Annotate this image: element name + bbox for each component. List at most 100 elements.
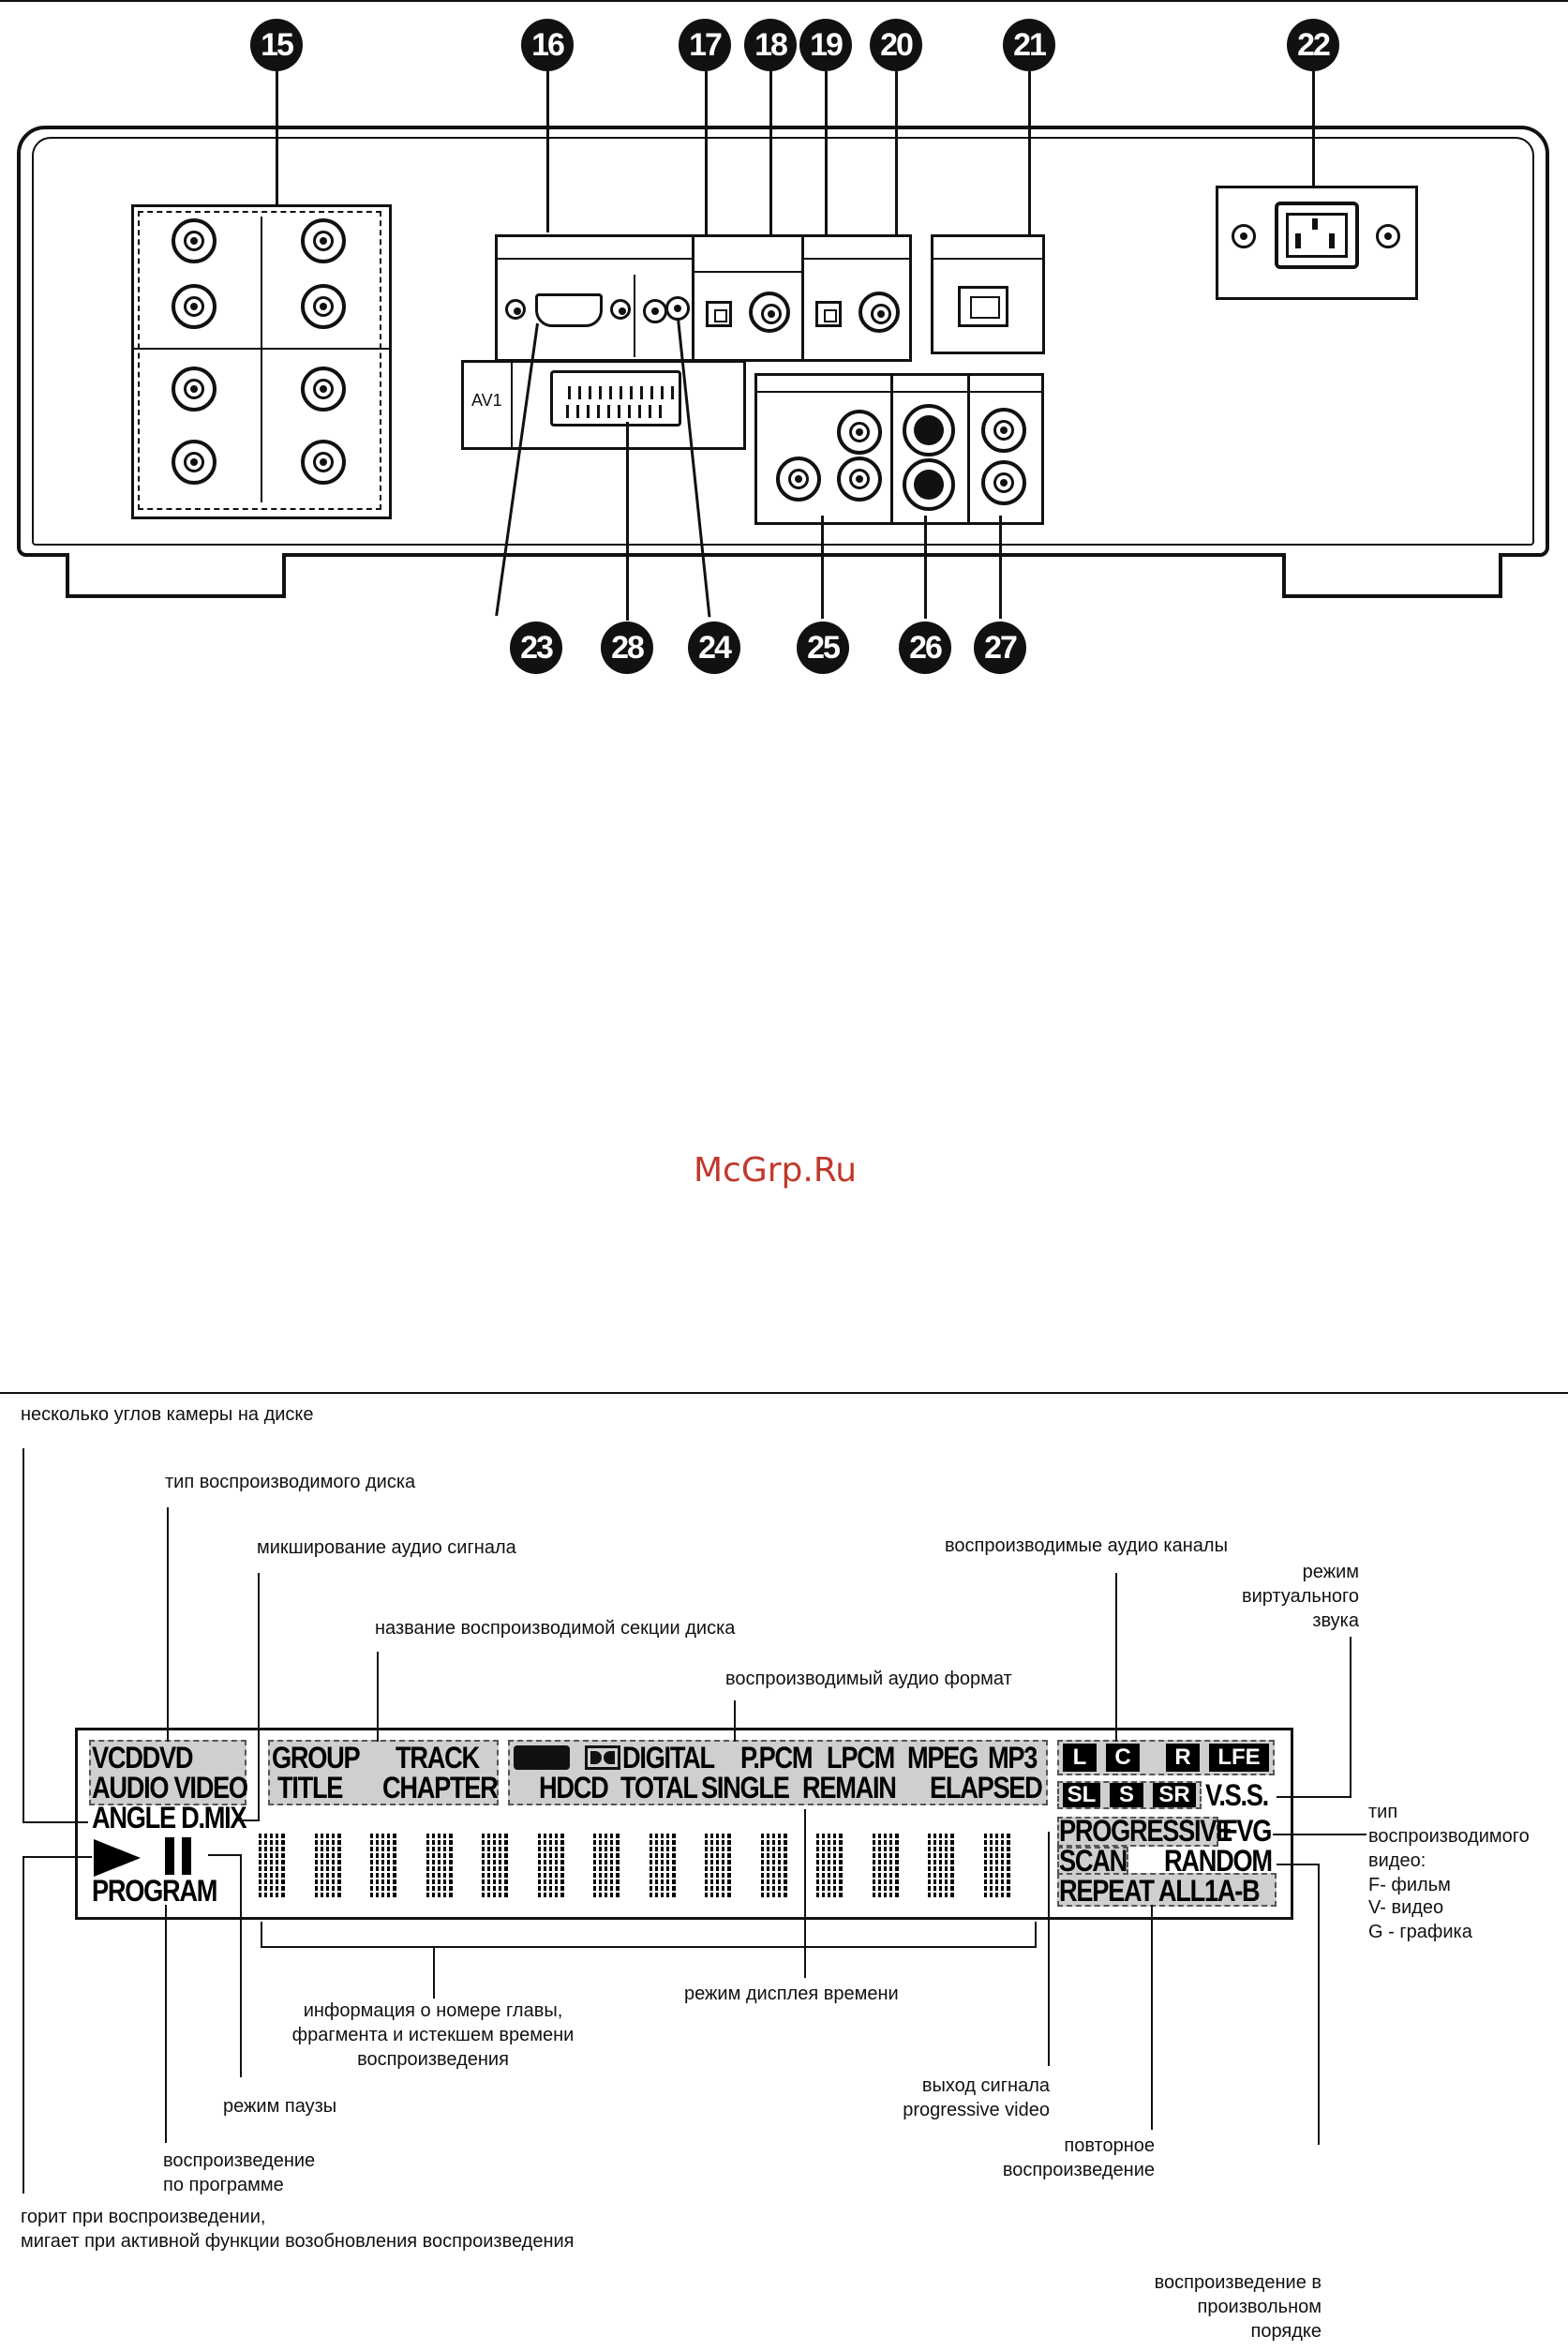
lcd-display — [75, 1728, 1293, 1920]
audio-jack-fr2[interactable] — [172, 284, 217, 329]
callout-20: 20 — [870, 19, 922, 71]
leader-info-bracket — [261, 1946, 1037, 1948]
leader-random-v — [1318, 1864, 1320, 2145]
lcd-ch-c: C — [1106, 1744, 1140, 1772]
component-y-jack[interactable] — [776, 457, 821, 502]
callout-16: 16 — [521, 19, 574, 71]
room-to-room-in-jack[interactable] — [643, 299, 667, 323]
lcd-chapter: CHAPTER — [382, 1771, 499, 1804]
lcd-hdcd: HDCD — [539, 1771, 609, 1804]
scart-connector[interactable] — [550, 370, 681, 427]
leader-play-v — [22, 1856, 24, 2194]
leader-program — [165, 1905, 167, 2143]
rs232-screw-left — [505, 299, 526, 320]
leader-17 — [705, 71, 708, 296]
foot-right — [1282, 553, 1502, 598]
lcd-title: TITLE — [277, 1771, 343, 1804]
label-audio-channels: воспроизводимые аудио каналы — [945, 1535, 1228, 1556]
progressive-group — [1057, 1817, 1218, 1847]
lcd-ppcm: P.PCM — [740, 1741, 814, 1774]
segment-digit — [426, 1834, 453, 1899]
lcd-elapsed: ELAPSED — [930, 1771, 1043, 1804]
digital-out-coaxial[interactable] — [749, 292, 790, 333]
ac-socket[interactable] — [1275, 202, 1359, 269]
label-random-2: произвольном — [1197, 2297, 1322, 2317]
callout-25: 25 — [797, 621, 849, 674]
s-video-jack-2[interactable] — [903, 458, 955, 511]
label-prog-out-2: progressive video — [903, 2100, 1050, 2120]
label-random-3: порядке — [1250, 2321, 1322, 2342]
callout-27: 27 — [974, 621, 1026, 674]
component-pr-jack[interactable] — [837, 410, 882, 455]
audio-jack-fl2[interactable] — [301, 284, 346, 329]
sensor-link-panel — [931, 234, 1045, 354]
digital-in-optical[interactable] — [815, 301, 842, 327]
leader-25 — [821, 516, 824, 619]
leader-angles-h — [22, 1821, 88, 1823]
segment-digit — [760, 1834, 787, 1899]
component-pb-jack[interactable] — [837, 457, 882, 502]
leader-section — [377, 1652, 379, 1742]
lcd-mp3: MP3 — [988, 1741, 1038, 1774]
leader-info-left — [261, 1922, 262, 1948]
lcd-vss: V.S.S. — [1205, 1778, 1269, 1812]
lcd-remain: REMAIN — [802, 1771, 897, 1804]
audio-jack-c[interactable] — [301, 367, 346, 412]
leader-disctype — [167, 1507, 169, 1742]
segment-digit — [928, 1834, 954, 1899]
label-prog-out-1: выход сигнала — [921, 2075, 1050, 2096]
label-random-1: воспроизведение в — [1154, 2272, 1322, 2293]
component-video-panel — [754, 373, 896, 525]
label-vss-2: виртуального — [1242, 1586, 1359, 1607]
label-video-type-3: видео: — [1368, 1850, 1426, 1871]
label-video-type-1: тип — [1368, 1802, 1398, 1822]
lcd-random: RANDOM — [1164, 1844, 1273, 1878]
leader-random-h — [1277, 1864, 1320, 1865]
video-out-jack-1[interactable] — [981, 408, 1026, 453]
segment-digit — [482, 1834, 508, 1899]
leader-info-right — [1035, 1922, 1037, 1948]
lcd-ch-lfe: LFE — [1209, 1744, 1269, 1772]
video-out-jack-2[interactable] — [981, 460, 1026, 505]
av1-label: AV1 — [471, 391, 502, 410]
foot-left — [66, 553, 286, 598]
label-program-2: по программе — [163, 2175, 284, 2195]
sensor-link-port[interactable] — [958, 286, 1008, 327]
audio-jack-fl1[interactable] — [301, 218, 346, 263]
lcd-ch-l: L — [1063, 1744, 1097, 1772]
lcd-fvg: FVG — [1222, 1814, 1272, 1848]
label-disc-type: тип воспроизводимого диска — [165, 1472, 416, 1492]
av1-panel: AV1 — [461, 360, 746, 450]
audio-jack-sw[interactable] — [172, 367, 217, 412]
lcd-repeat: REPEAT ALL1A-B — [1059, 1874, 1261, 1908]
s-video-jack-1[interactable] — [903, 404, 955, 457]
leader-mix — [258, 1573, 260, 1821]
callout-22: 22 — [1287, 19, 1339, 71]
audio-jack-sl[interactable] — [301, 440, 346, 485]
label-video-type-4: F- фильм — [1368, 1875, 1451, 1895]
lcd-total: TOTAL — [620, 1771, 698, 1804]
segment-digit — [259, 1834, 285, 1899]
leader-19 — [825, 71, 828, 296]
dolby-icon — [585, 1745, 620, 1770]
lcd-program: PROGRAM — [92, 1874, 217, 1908]
digital-in-panel — [801, 234, 912, 362]
leader-fvg — [1273, 1834, 1366, 1835]
digital-in-coaxial[interactable] — [859, 292, 900, 333]
room-to-room-out-jack[interactable] — [665, 296, 690, 321]
audio-out-panel — [131, 204, 392, 519]
lcd-scan: SCAN — [1059, 1844, 1127, 1878]
rs232-screw-right — [610, 299, 631, 320]
audio-jack-sr[interactable] — [172, 440, 217, 485]
label-section: название воспроизводимой секции диска — [375, 1618, 736, 1639]
top-border-line — [0, 0, 1568, 2]
leader-15 — [276, 71, 278, 207]
digital-out-optical[interactable] — [706, 301, 732, 327]
segment-digit — [537, 1834, 564, 1899]
label-video-type-2: воспроизводимого — [1368, 1826, 1530, 1847]
rs232-port[interactable] — [535, 293, 603, 327]
ac-screw-right — [1376, 224, 1400, 248]
segment-digit — [314, 1834, 341, 1899]
audio-jack-fr1[interactable] — [172, 218, 217, 263]
segment-digit — [370, 1834, 396, 1899]
